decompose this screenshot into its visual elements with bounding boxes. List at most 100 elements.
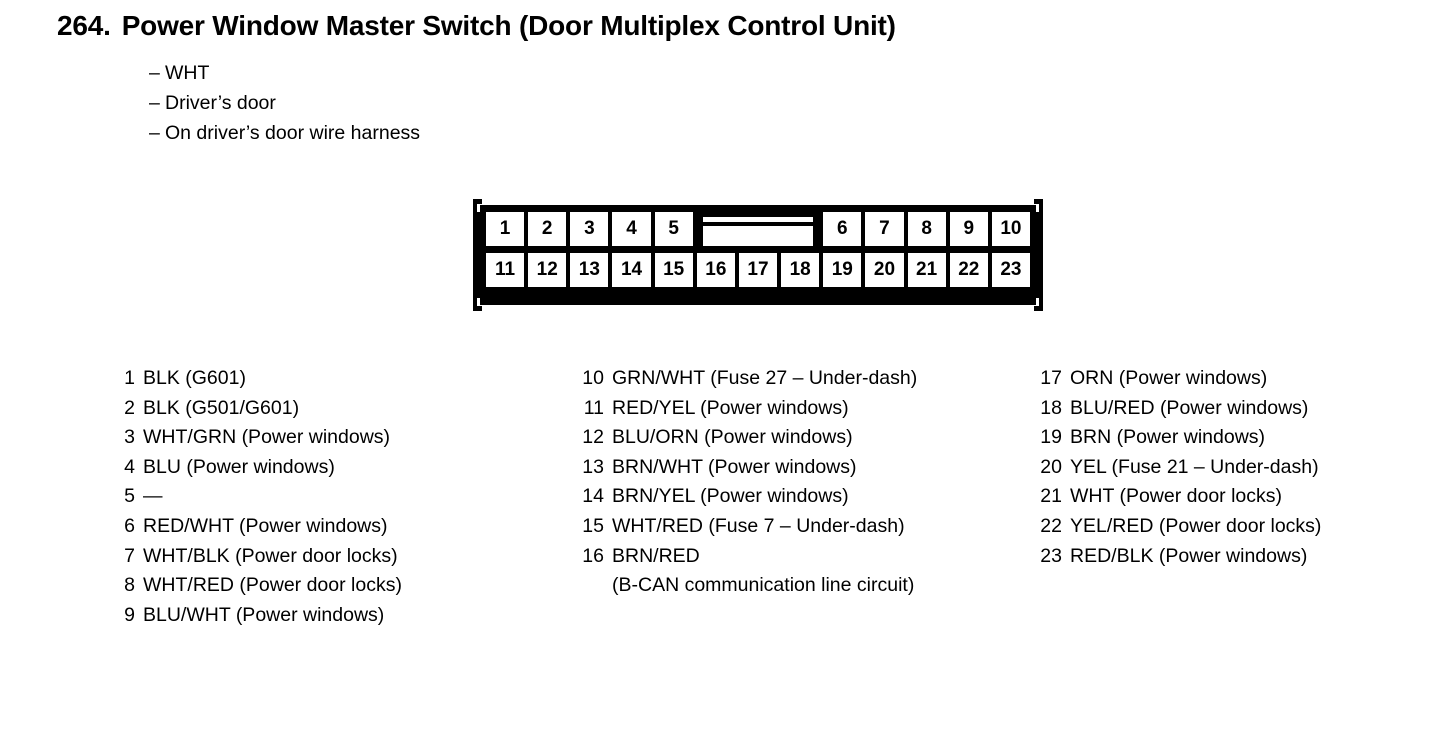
- connector-pin-5: 5: [655, 212, 693, 246]
- pin-legend-row: 1 BLK (G601): [122, 364, 402, 394]
- pin-legend-row: 2BLK (G501/G601): [122, 394, 402, 424]
- page-title-number: 264.: [57, 10, 111, 42]
- pin-legend-number: 3: [122, 423, 135, 453]
- pin-legend-label: RED/WHT (Power windows): [143, 512, 388, 542]
- pin-legend-row: 11 RED/YEL (Power windows): [578, 394, 917, 424]
- pin-legend-label: —: [143, 482, 163, 512]
- connector-pin-20: 20: [865, 253, 903, 287]
- pin-legend-number: 9: [122, 601, 135, 631]
- pin-legend-label: WHT/GRN (Power windows): [143, 423, 390, 453]
- pin-legend-row: 9 BLU/WHT (Power windows): [122, 601, 402, 631]
- connector-pin-23: 23: [992, 253, 1030, 287]
- pin-legend-label: BLU (Power windows): [143, 453, 335, 483]
- pin-legend-number: 22: [1036, 512, 1062, 542]
- pin-legend-number: 19: [1036, 423, 1062, 453]
- page-title-text: Power Window Master Switch (Door Multipl…: [122, 10, 896, 41]
- connector-body: 1234567891011121314151617181920212223: [480, 205, 1036, 305]
- connector-pin-10: 10: [992, 212, 1030, 246]
- pin-legend-row: 15WHT/RED (Fuse 7 – Under-dash): [578, 512, 917, 542]
- pin-legend-row: 3 WHT/GRN (Power windows): [122, 423, 402, 453]
- note-text: WHT: [165, 62, 209, 84]
- connector-pin-4: 4: [612, 212, 650, 246]
- connector-pin-18: 18: [781, 253, 819, 287]
- pin-legend-row: 23RED/BLK (Power windows): [1036, 542, 1321, 572]
- pin-legend-label: WHT (Power door locks): [1070, 482, 1282, 512]
- pin-legend-number: 13: [578, 453, 604, 483]
- connector-pin-6: 6: [823, 212, 861, 246]
- connector-pin-11: 11: [486, 253, 524, 287]
- pin-legend-number: 14: [578, 482, 604, 512]
- pin-legend-row: 7WHT/BLK (Power door locks): [122, 542, 402, 572]
- pin-legend-row: 4 BLU (Power windows): [122, 453, 402, 483]
- pin-legend-label: RED/BLK (Power windows): [1070, 542, 1307, 572]
- pin-legend-row: 6 RED/WHT (Power windows): [122, 512, 402, 542]
- pin-legend-row: 13 BRN/WHT (Power windows): [578, 453, 917, 483]
- pin-legend-number: 1: [122, 364, 135, 394]
- pin-legend-column-2: 10 GRN/WHT (Fuse 27 – Under-dash) 11 RED/YE…: [578, 364, 917, 601]
- pin-legend-label: YEL/RED (Power door locks): [1070, 512, 1321, 542]
- connector-pin-7: 7: [865, 212, 903, 246]
- pin-legend-label: BRN/RED: [612, 542, 700, 572]
- pin-legend-label: ORN (Power windows): [1070, 364, 1267, 394]
- pin-legend-number: 16: [578, 542, 604, 572]
- note-dash: –: [149, 118, 165, 148]
- pin-legend-row: 14 BRN/YEL (Power windows): [578, 482, 917, 512]
- connector-pin-2: 2: [528, 212, 566, 246]
- connector-pin-15: 15: [655, 253, 693, 287]
- connector-note: –Driver’s door: [149, 88, 420, 118]
- pin-legend-label: YEL (Fuse 21 – Under-dash): [1070, 453, 1319, 483]
- pin-legend-row: 16 BRN/RED: [578, 542, 917, 572]
- connector-key-slot-icon: [699, 212, 817, 246]
- note-dash: –: [149, 88, 165, 118]
- connector-pin-9: 9: [950, 212, 988, 246]
- pin-legend-row: 19 BRN (Power windows): [1036, 423, 1321, 453]
- pin-legend-row: 10 GRN/WHT (Fuse 27 – Under-dash): [578, 364, 917, 394]
- pin-legend-label: WHT/RED (Fuse 7 – Under-dash): [612, 512, 905, 542]
- pin-legend-label: RED/YEL (Power windows): [612, 394, 849, 424]
- pin-legend-number: 12: [578, 423, 604, 453]
- connector-note: –On driver’s door wire harness: [149, 118, 420, 148]
- pin-legend-row: 18 BLU/RED (Power windows): [1036, 394, 1321, 424]
- connector-pin-16: 16: [697, 253, 735, 287]
- pin-legend-label: BLK (G601): [143, 364, 246, 394]
- pin-legend-row: 20 YEL (Fuse 21 – Under-dash): [1036, 453, 1321, 483]
- pin-legend-column-1: 1 BLK (G601)2BLK (G501/G601)3 WHT/GRN (Pow…: [122, 364, 402, 630]
- pin-legend-label: BLU/RED (Power windows): [1070, 394, 1308, 424]
- pin-legend-row: 5—: [122, 482, 402, 512]
- pin-legend-number: 18: [1036, 394, 1062, 424]
- pin-legend-row: 17ORN (Power windows): [1036, 364, 1321, 394]
- pin-legend-label: BLU/ORN (Power windows): [612, 423, 853, 453]
- pin-legend-label: BLU/WHT (Power windows): [143, 601, 384, 631]
- pin-legend-label: GRN/WHT (Fuse 27 – Under-dash): [612, 364, 917, 394]
- pin-legend-row: 12 BLU/ORN (Power windows): [578, 423, 917, 453]
- pin-legend-label-continuation: (B-CAN communication line circuit): [578, 571, 917, 601]
- pin-legend-label: BLK (G501/G601): [143, 394, 299, 424]
- connector-pin-3: 3: [570, 212, 608, 246]
- connector-pinout-diagram: 1234567891011121314151617181920212223: [473, 199, 1043, 311]
- pin-legend-row: 22 YEL/RED (Power door locks): [1036, 512, 1321, 542]
- pin-legend-label: BRN/WHT (Power windows): [612, 453, 857, 483]
- connector-pin-1: 1: [486, 212, 524, 246]
- pin-legend-column-3: 17ORN (Power windows)18 BLU/RED (Power wi…: [1036, 364, 1321, 571]
- pin-legend-label: BRN/YEL (Power windows): [612, 482, 849, 512]
- pin-legend-number: 21: [1036, 482, 1062, 512]
- connector-notes-list: –WHT –Driver’s door –On driver’s door wi…: [149, 58, 420, 148]
- connector-pin-17: 17: [739, 253, 777, 287]
- note-dash: –: [149, 58, 165, 88]
- connector-pin-22: 22: [950, 253, 988, 287]
- pin-legend-number: 11: [578, 394, 604, 424]
- connector-pin-8: 8: [908, 212, 946, 246]
- pin-legend-number: 4: [122, 453, 135, 483]
- pin-legend-number: 10: [578, 364, 604, 394]
- note-text: On driver’s door wire harness: [165, 122, 420, 144]
- pin-legend-row: 21 WHT (Power door locks): [1036, 482, 1321, 512]
- connector-pin-21: 21: [908, 253, 946, 287]
- connector-pin-13: 13: [570, 253, 608, 287]
- pin-legend-label: BRN (Power windows): [1070, 423, 1265, 453]
- pin-legend-number: 6: [122, 512, 135, 542]
- connector-pin-19: 19: [823, 253, 861, 287]
- pin-legend-number: 7: [122, 542, 135, 572]
- pin-legend-number: 5: [122, 482, 135, 512]
- pin-legend-number: 20: [1036, 453, 1062, 483]
- pin-legend-row: 8WHT/RED (Power door locks): [122, 571, 402, 601]
